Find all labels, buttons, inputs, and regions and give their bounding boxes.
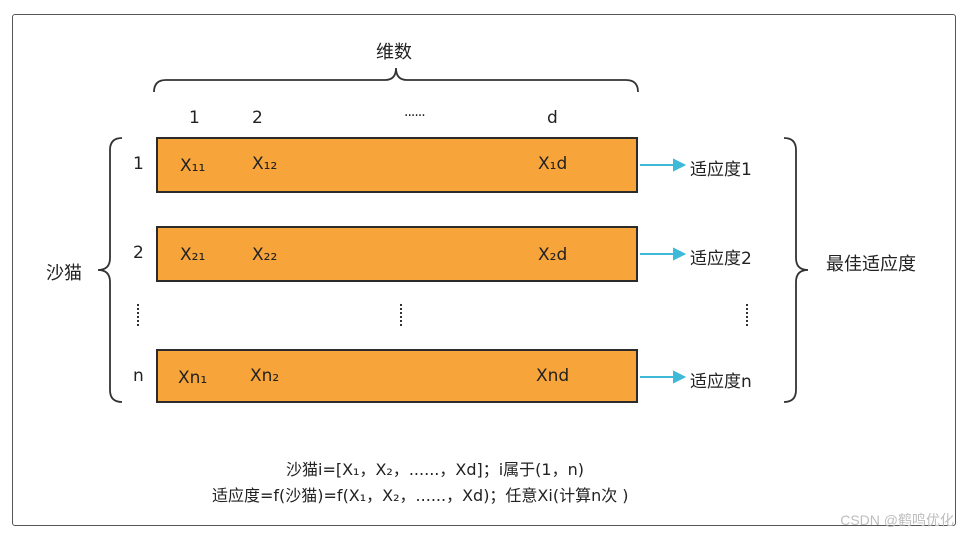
dimension-label: 维数 [376, 42, 412, 63]
best-fitness-label: 最佳适应度 [826, 254, 916, 275]
top-brace [153, 67, 639, 93]
row-cell: Xnd [536, 366, 570, 386]
right-brace [783, 137, 809, 403]
column-header: 1 [189, 108, 200, 128]
left-brace [97, 137, 123, 403]
vertical-ellipsis-right [746, 304, 750, 326]
column-header: 2 [252, 108, 263, 128]
population-row: X₂₁ X₂₂ X₂d [156, 226, 638, 282]
fitness-label: 适应度1 [690, 160, 752, 180]
arrow-row-n [640, 370, 687, 384]
formula-line-2: 适应度=f(沙猫)=f(X₁，X₂，......，Xd)；任意Xi(计算n次 ) [212, 486, 629, 505]
fitness-label: 适应度2 [690, 249, 752, 269]
vertical-ellipsis-left [137, 304, 141, 326]
watermark: CSDN @鹤鸣优化 [840, 512, 954, 528]
row-cell: X₂₁ [180, 245, 206, 265]
column-header-ellipsis: ...... [404, 104, 426, 120]
population-row: Xn₁ Xn₂ Xnd [156, 349, 638, 403]
row-index: 1 [133, 154, 144, 174]
row-cell: X₁₁ [180, 156, 206, 176]
formula-line-1: 沙猫i=[X₁，X₂，......，Xd]；i属于(1，n) [286, 460, 584, 479]
row-cell: X₁₂ [252, 154, 278, 174]
row-cell: Xn₂ [250, 366, 280, 386]
row-cell: Xn₁ [178, 368, 208, 388]
sand-cat-label: 沙猫 [46, 263, 82, 284]
population-row: X₁₁ X₁₂ X₁d [156, 137, 638, 193]
row-cell: X₂₂ [252, 245, 278, 265]
row-index: 2 [133, 243, 144, 263]
arrow-row-1 [640, 158, 687, 172]
row-cell: X₂d [538, 245, 568, 265]
vertical-ellipsis-middle [400, 304, 404, 326]
arrow-row-2 [640, 247, 687, 261]
row-index: n [133, 366, 144, 386]
column-header: d [547, 108, 558, 128]
fitness-label: 适应度n [690, 372, 752, 392]
diagram-frame [12, 14, 956, 526]
row-cell: X₁d [538, 154, 568, 174]
